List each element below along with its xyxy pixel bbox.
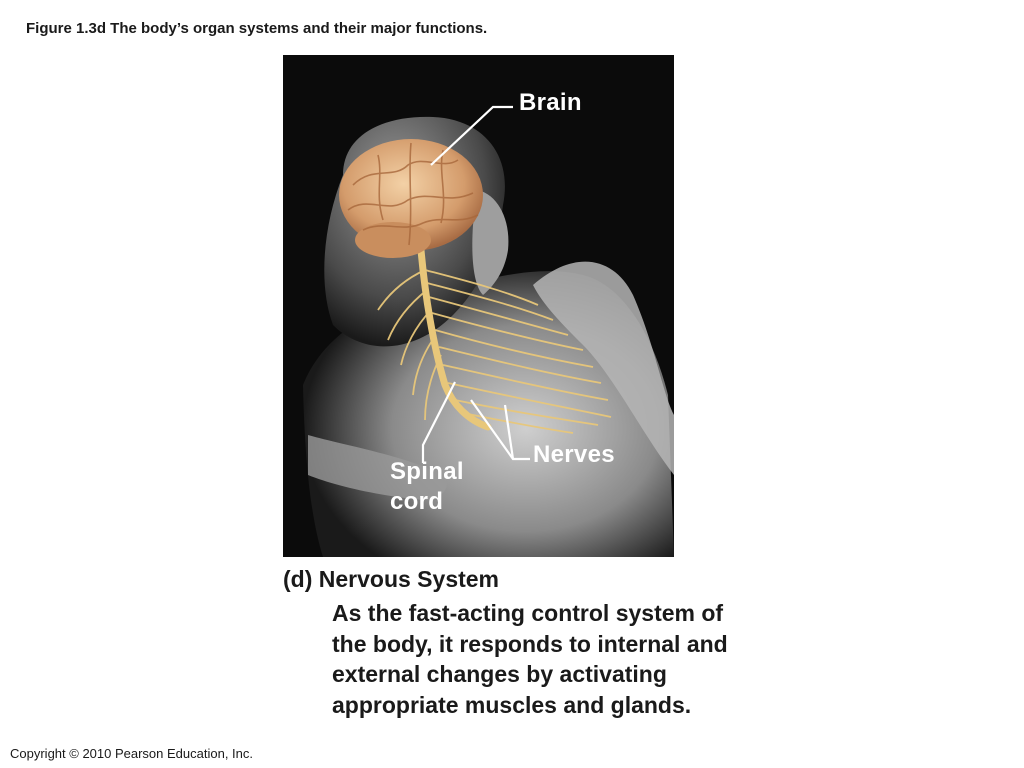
- arm-shape: [533, 261, 674, 475]
- leader-lines: [421, 105, 530, 463]
- brain-folds: [347, 142, 479, 246]
- figure-title: Figure 1.3d The body’s organ systems and…: [26, 20, 488, 37]
- spinal-cord-label: Spinal cord: [390, 457, 464, 517]
- nervous-system-illustration: Brain Nerves Spinal cord: [283, 55, 674, 557]
- copyright-notice: Copyright © 2010 Pearson Education, Inc.: [10, 746, 254, 761]
- nerve-branches: [377, 269, 612, 434]
- face-shape: [472, 190, 509, 295]
- caption-line: external changes by activating: [332, 661, 667, 687]
- spinal-cord-shape: [417, 246, 492, 431]
- nerves-label: Nerves: [533, 441, 615, 468]
- body-photo-svg: [303, 105, 674, 557]
- caption-line: the body, it responds to internal and: [332, 630, 728, 657]
- brain-label: Brain: [519, 89, 582, 116]
- caption-heading: (d) Nervous System: [283, 566, 500, 592]
- cerebellum-shape: [355, 222, 431, 258]
- caption-line: As the fast-acting control system of: [332, 600, 724, 626]
- spinal-cord-label-line1: Spinal: [390, 458, 464, 485]
- spinal-cord-label-line2: cord: [390, 488, 444, 515]
- forearm-shape: [308, 435, 447, 500]
- caption-body: As the fast-acting control system of the…: [332, 598, 792, 720]
- caption-line: appropriate muscles and glands.: [332, 691, 692, 718]
